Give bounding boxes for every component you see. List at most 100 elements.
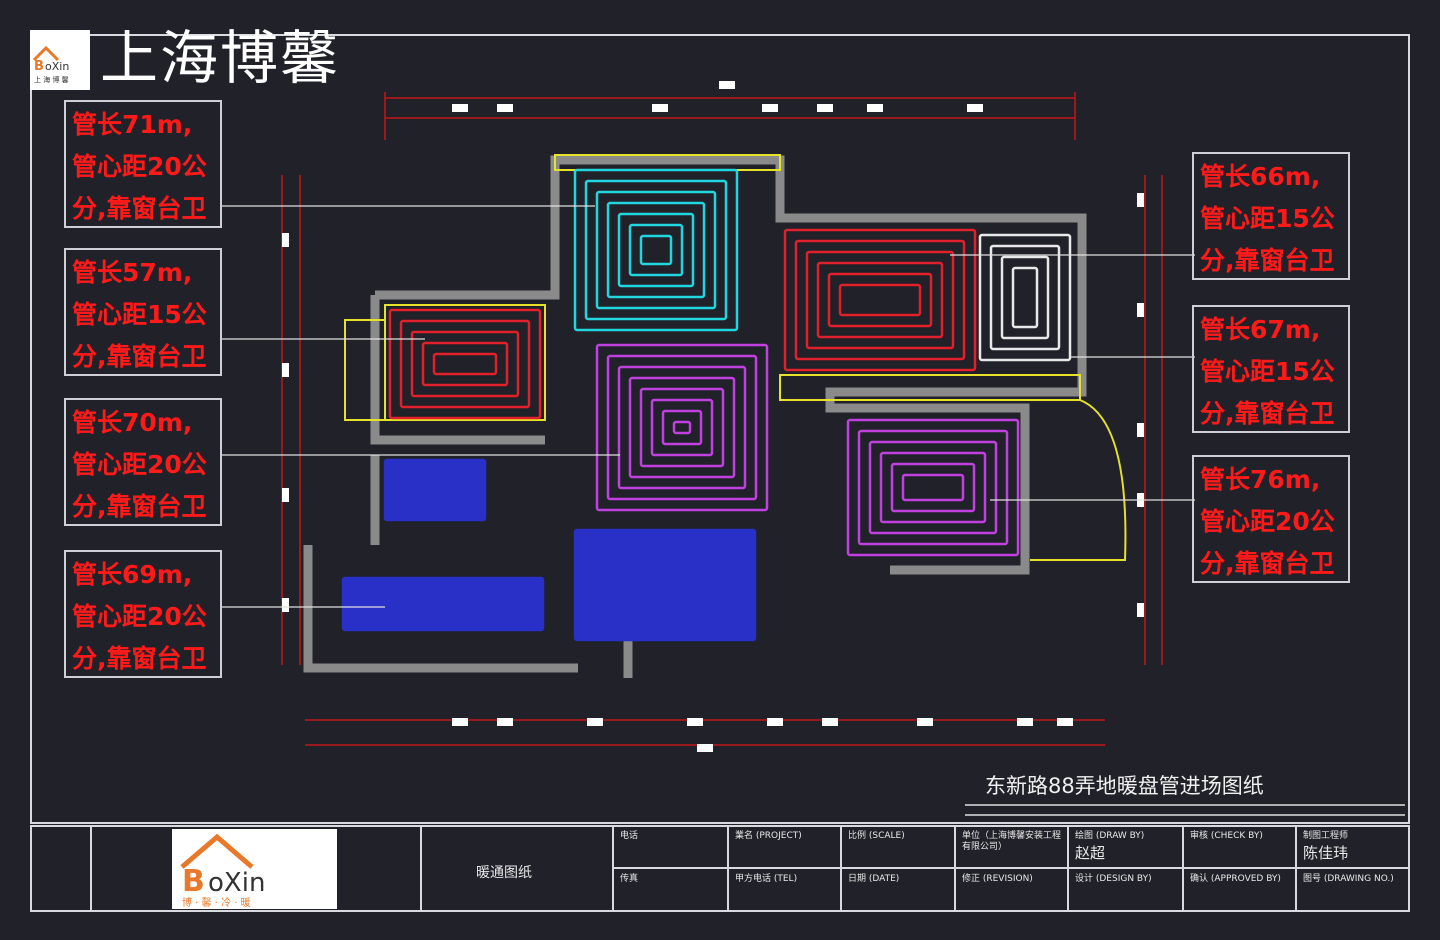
coil-note-right-2: 管长67m,管心距15公分,靠窗台卫生间15公分: [1192, 305, 1350, 433]
magenta-heating-coil-loop: [628, 376, 736, 479]
title-block-field: 电话: [614, 827, 727, 869]
cyan-heating-coil-loop: [595, 190, 717, 310]
dimension-tick: [1137, 193, 1144, 207]
field-label: 图号 (DRAWING NO.): [1303, 874, 1394, 884]
magenta-heating-coil-loop: [868, 440, 998, 535]
title-block-field: 单位（上海博馨安装工程有限公司）: [956, 827, 1067, 869]
blue-heating-coil-loop: [405, 480, 465, 500]
svg-text:博 · 馨 · 冷 · 暖: 博 · 馨 · 冷 · 暖: [182, 896, 251, 909]
coil-note-right-3: 管长76m,管心距20公分,靠窗台卫生间15公分: [1192, 455, 1350, 583]
field-label: 制图工程师: [1303, 831, 1349, 841]
cyan-heating-coil-loop: [584, 179, 728, 321]
magenta-heating-coil-loop: [617, 365, 747, 490]
title-block: B oXin 博 · 馨 · 冷 · 暖 暖通图纸 电话传真 業名 (PROJEC…: [30, 825, 1410, 912]
title-block-field: 制图工程师陈佳玮: [1297, 827, 1410, 869]
title-block-field: 审核 (CHECK BY): [1184, 827, 1295, 869]
title-block-column: 業名 (PROJECT)甲方电话 (TEL): [727, 827, 840, 910]
drawing-title: 东新路88弄地暖盘管进场图纸: [985, 774, 1264, 798]
dimension-tick: [967, 104, 983, 112]
title-block-column: 绘图 (DRAW BY) 赵超设计 (DESIGN BY): [1067, 827, 1182, 910]
field-label: 审核 (CHECK BY): [1190, 831, 1263, 841]
red-heating-coil-loop: [783, 228, 977, 372]
blue-heating-coil-loop: [383, 458, 487, 522]
red-heating-coil-loop: [838, 283, 922, 317]
blue-heating-coil-loop: [394, 469, 476, 511]
title-block-divider: [90, 827, 92, 910]
heating-coils: [341, 168, 1072, 642]
blue-heating-coil-loop: [595, 550, 735, 620]
cyan-heating-coil-loop: [628, 223, 684, 277]
field-label: 确认 (APPROVED BY): [1190, 874, 1281, 884]
field-label: 甲方电话 (TEL): [735, 874, 798, 884]
dimension-tick: [822, 718, 838, 726]
magenta-heating-coil-loop: [901, 473, 965, 502]
white-heating-coil-loop: [1000, 255, 1050, 340]
title-block-field: 甲方电话 (TEL): [729, 870, 840, 889]
magenta-heating-coil-loop: [846, 418, 1020, 557]
coil-note-left-2: 管长57m,管心距15公分,靠窗台卫生间15公分: [64, 248, 222, 376]
magenta-heating-coil-loop: [857, 429, 1009, 546]
field-value: 赵超: [1075, 844, 1106, 862]
field-label: 绘图 (DRAW BY): [1075, 831, 1145, 841]
dimension-tick: [1137, 603, 1144, 617]
dimension-tick: [282, 233, 289, 247]
magenta-heating-coil-loop: [650, 398, 714, 457]
field-value: 陈佳玮: [1303, 844, 1349, 862]
drawing-type: 暖通图纸: [476, 865, 532, 881]
red-heating-coil-loop: [388, 308, 542, 420]
magenta-heating-coil-loop: [639, 387, 725, 468]
dimension-tick: [1017, 718, 1033, 726]
cyan-heating-coil-loop: [617, 212, 695, 288]
dimension-tick: [1137, 303, 1144, 317]
title-block-field: 设计 (DESIGN BY): [1069, 870, 1182, 889]
title-block-field: 绘图 (DRAW BY) 赵超: [1069, 827, 1182, 869]
svg-text:上 海 博 馨: 上 海 博 馨: [34, 75, 69, 84]
white-heating-coil-loop: [978, 233, 1072, 362]
svg-text:oXin: oXin: [208, 868, 265, 898]
title-block-field: 比例 (SCALE): [842, 827, 954, 869]
red-heating-coil-loop: [805, 250, 955, 350]
dimension-tick: [497, 104, 513, 112]
title-underline: [965, 804, 1405, 816]
magenta-heating-coil-loop: [661, 409, 703, 446]
title-block-logo: B oXin 博 · 馨 · 冷 · 暖: [172, 829, 337, 909]
blue-heating-coil-loop: [584, 539, 746, 631]
magenta-heating-coil-loop: [606, 354, 758, 501]
coil-note-left-4: 管长69m,管心距20公分,靠窗台卫生间15公分: [64, 550, 222, 678]
magenta-heating-coil-loop: [595, 343, 769, 512]
red-heating-coil-loop: [816, 261, 944, 339]
field-label: 设计 (DESIGN BY): [1075, 874, 1152, 884]
title-block-divider: [420, 827, 422, 910]
svg-text:B: B: [34, 59, 44, 74]
title-block-column: 比例 (SCALE) 日期 (DATE): [840, 827, 954, 910]
red-heating-coil-loop: [410, 330, 520, 398]
dimension-tick: [767, 718, 783, 726]
cyan-heating-coil-loop: [639, 234, 673, 266]
company-title: 上海博馨: [100, 24, 341, 92]
title-block-field: 确认 (APPROVED BY): [1184, 870, 1295, 889]
blue-heating-coil-loop: [606, 561, 724, 609]
coil-note-left-1: 管长71m,管心距20公分,靠窗台卫生间15公分: [64, 100, 222, 228]
dimension-tick: [762, 104, 778, 112]
svg-text:B: B: [182, 864, 205, 899]
blue-heating-coil-loop: [341, 576, 545, 632]
red-heating-coil-loop: [421, 341, 509, 387]
field-label: 传真: [620, 874, 639, 884]
white-heating-coil-loop: [1011, 266, 1039, 329]
blue-heating-coil-loop: [352, 587, 534, 621]
dimension-tick: [497, 718, 513, 726]
dimension-tick: [282, 488, 289, 502]
field-label: 日期 (DATE): [848, 874, 900, 884]
magenta-heating-coil-loop: [672, 420, 692, 435]
dimension-tick: [917, 718, 933, 726]
white-heating-coil-loop: [989, 244, 1061, 351]
coil-note-right-1: 管长66m,管心距15公分,靠窗台卫生间15公分: [1192, 152, 1350, 280]
dimension-tick: [697, 744, 713, 752]
dimension-tick: [1137, 423, 1144, 437]
title-block-field: 传真: [614, 870, 727, 889]
red-heating-coil-loop: [794, 239, 966, 361]
title-block-field: 图号 (DRAWING NO.): [1297, 870, 1410, 889]
dimension-tick: [1057, 718, 1073, 726]
leader-lines: [222, 205, 1195, 608]
title-block-column: 审核 (CHECK BY) 确认 (APPROVED BY): [1182, 827, 1295, 910]
